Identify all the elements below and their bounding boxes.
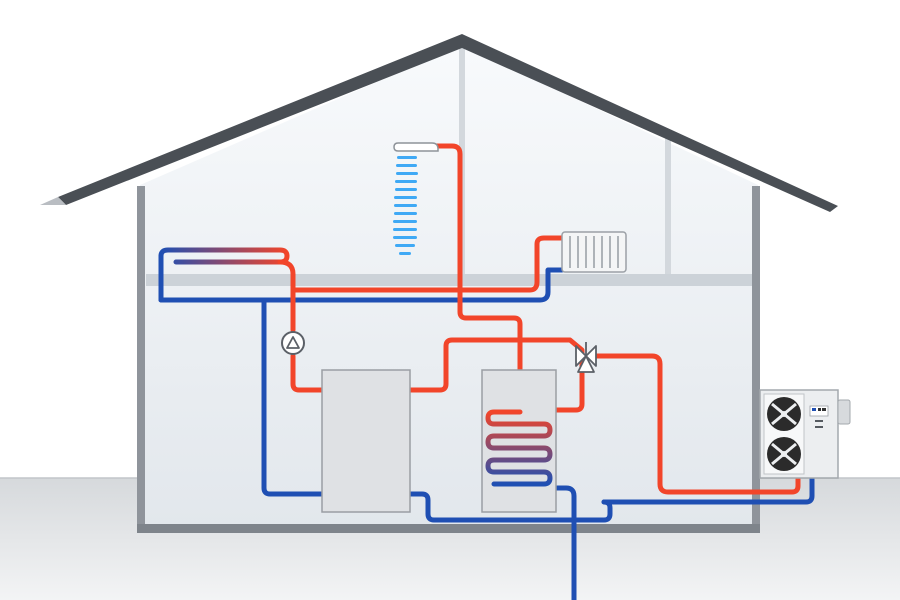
cold-return-left [158, 253, 613, 523]
buffer-tank-icon [321, 369, 411, 513]
hot-riser-radiator [290, 235, 565, 293]
outdoor-heat-pump-icon [759, 389, 851, 479]
circulation-pump-icon [281, 331, 305, 355]
hot-water-cylinder-icon [481, 369, 557, 513]
shower-head-icon [393, 142, 439, 152]
radiator-icon [561, 231, 627, 273]
three-way-valve-icon [575, 342, 597, 373]
hot-valve-to-heatpump [591, 353, 801, 495]
cold-water-inlet [491, 485, 577, 600]
shower-water-icon [393, 156, 418, 255]
cylinder-heat-coil [485, 409, 553, 487]
cold-return-radiator [158, 267, 565, 303]
fan-icon [767, 397, 801, 431]
wall-right [752, 186, 760, 532]
wall-left [137, 186, 145, 532]
hot-shower-supply [427, 143, 523, 405]
fan-icon [767, 437, 801, 471]
pipework [158, 143, 815, 600]
hot-pump-to-buffer [290, 337, 523, 393]
cold-return-heatpump [601, 473, 815, 505]
shower [393, 142, 439, 255]
roof-edge-left [40, 197, 66, 205]
hot-supply-coil [277, 259, 296, 333]
floor-base [137, 524, 760, 533]
control-panel-icon [809, 405, 829, 428]
floor-slab [146, 274, 752, 286]
